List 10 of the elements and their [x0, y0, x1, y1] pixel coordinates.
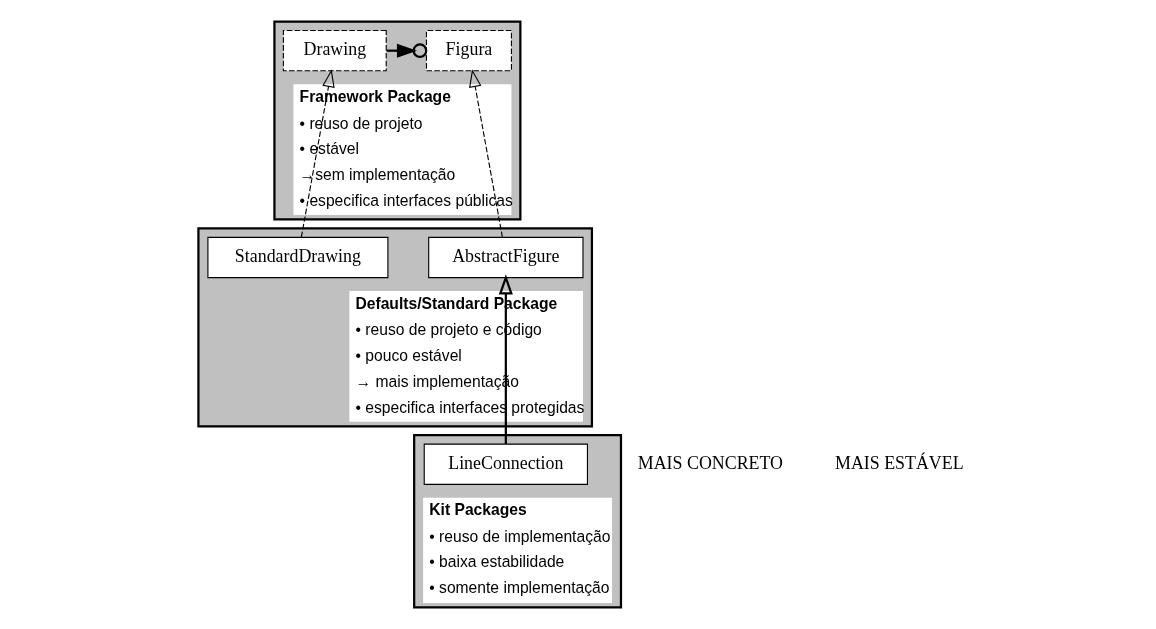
label: MAIS CONCRETO [637, 452, 783, 473]
node-box: AbstractFigure [427, 236, 584, 279]
node-box: LineConnection [423, 443, 588, 485]
arrow [498, 274, 513, 444]
label: MAIS ESTÁVEL [834, 452, 964, 473]
node-box: StandardDrawing [206, 236, 388, 279]
arrow [300, 69, 335, 238]
node-box: Figura [425, 30, 512, 72]
node-box: Drawing [282, 30, 387, 72]
arrow [468, 69, 503, 238]
